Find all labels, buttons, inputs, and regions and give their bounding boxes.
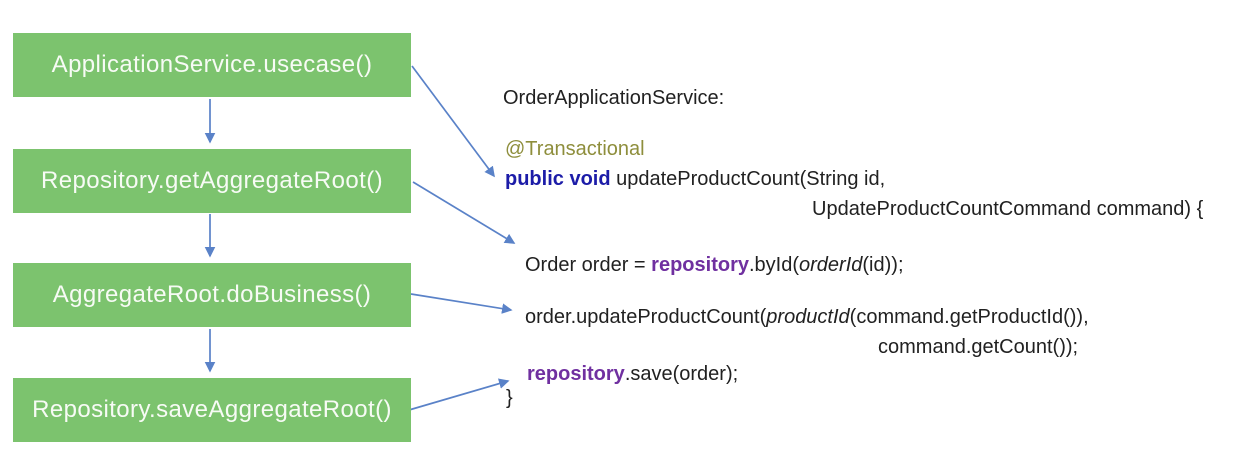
code-save-line: repository.save(order); (527, 362, 738, 386)
arrow-getroot-to-byid (412, 181, 516, 244)
flow-box-aggregate-root-do-business: AggregateRoot.doBusiness() (13, 263, 411, 327)
code-order-post: (id)); (862, 254, 904, 276)
code-order-pre: Order order = (525, 254, 652, 276)
code-signature-text: updateProductCount(String id, (610, 168, 886, 190)
arrow-usecase-to-method (411, 65, 495, 178)
code-class-header: OrderApplicationService: (503, 87, 725, 109)
code-update-wrap: command.getCount()); (878, 336, 1079, 358)
code-orderid-factory: orderId (799, 254, 863, 276)
code-keyword: public void (505, 168, 611, 190)
flow-box-repository-save-aggregate-root: Repository.saveAggregateRoot() (13, 378, 411, 442)
code-annotation: @Transactional (505, 138, 645, 160)
code-closing-brace: } (506, 387, 513, 409)
code-update-line: order.updateProductCount(productId(comma… (525, 305, 1089, 329)
code-update-pre: order.updateProductCount( (525, 306, 767, 328)
code-save-post: .save(order); (624, 363, 739, 385)
arrow-saveroot-to-save (408, 378, 510, 411)
code-method-signature: public void updateProductCount(String id… (505, 167, 885, 191)
flow-box-label: Repository.saveAggregateRoot() (32, 396, 392, 423)
code-repository-ref: repository (527, 363, 625, 385)
arrow-dobusiness-to-update (410, 293, 513, 314)
code-signature-wrap: UpdateProductCountCommand command) { (812, 198, 1204, 220)
code-repository-ref: repository (651, 254, 749, 276)
code-order-mid: .byId( (748, 254, 800, 276)
code-update-post: (command.getProductId()), (849, 306, 1089, 328)
flow-box-label: ApplicationService.usecase() (51, 51, 373, 78)
flow-box-repository-get-aggregate-root: Repository.getAggregateRoot() (13, 149, 411, 213)
code-productid-factory: productId (766, 306, 850, 328)
flow-box-label: AggregateRoot.doBusiness() (52, 281, 372, 308)
code-order-line: Order order = repository.byId(orderId(id… (525, 253, 904, 277)
flow-box-label: Repository.getAggregateRoot() (41, 167, 383, 194)
flow-box-application-service-usecase: ApplicationService.usecase() (13, 33, 411, 97)
